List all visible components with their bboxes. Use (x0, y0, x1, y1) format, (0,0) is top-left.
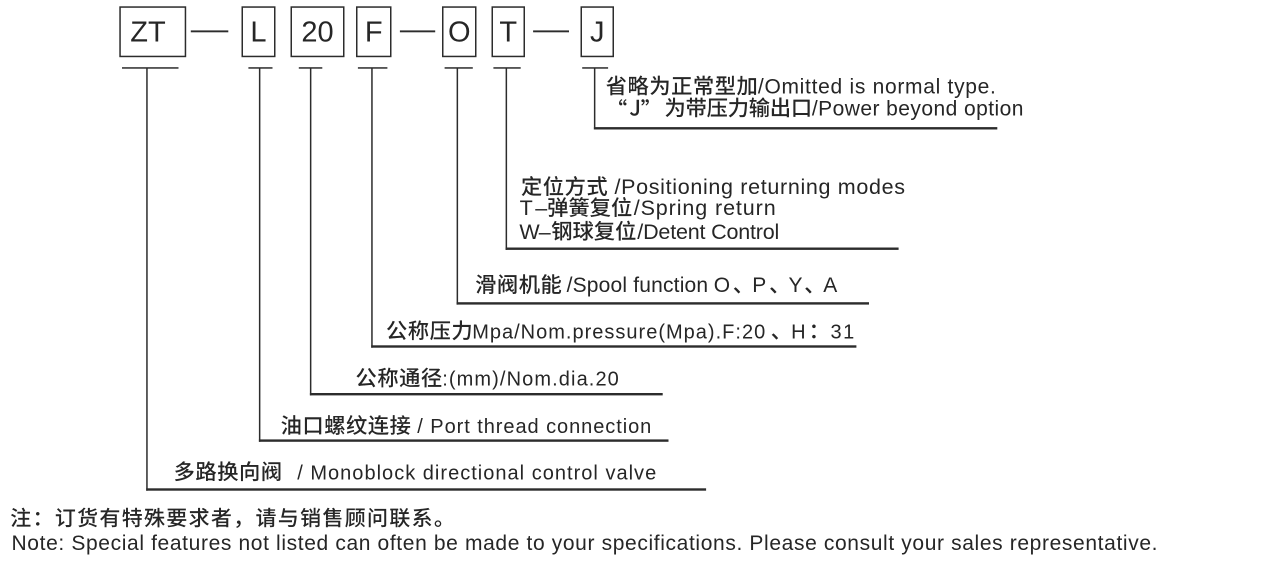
svg-text:ZT: ZT (130, 16, 166, 48)
svg-text:J: J (590, 16, 605, 48)
svg-text:–: – (535, 196, 547, 220)
svg-text:O: O (714, 274, 730, 297)
svg-text:P: P (752, 274, 766, 297)
svg-text:A: A (823, 274, 837, 297)
svg-text:O: O (448, 16, 471, 48)
svg-text:31: 31 (831, 321, 856, 343)
svg-text:/Positioning returning modes: /Positioning returning modes (615, 175, 906, 199)
svg-text:T: T (499, 16, 517, 48)
svg-text:L: L (250, 16, 266, 48)
svg-text::(mm)/Nom.dia.20: :(mm)/Nom.dia.20 (442, 369, 619, 391)
svg-text:/ Port thread connection: / Port thread connection (417, 416, 651, 438)
svg-text:–: – (539, 220, 551, 244)
svg-text:20: 20 (301, 16, 333, 48)
svg-text:Mpa/Nom.pressure(Mpa).F:20: Mpa/Nom.pressure(Mpa).F:20 (472, 321, 765, 343)
svg-text:W: W (519, 220, 540, 244)
svg-text:/Power beyond option: /Power beyond option (812, 98, 1024, 121)
svg-text:/ Monoblock directional contro: / Monoblock directional control valve (297, 462, 656, 484)
svg-text:Note: Special features not lis: Note: Special features not listed can of… (12, 532, 1158, 555)
svg-text:F: F (365, 16, 383, 48)
svg-text:H: H (791, 321, 805, 343)
svg-text:T: T (520, 196, 533, 220)
svg-text:/Detent Control: /Detent Control (637, 220, 779, 244)
svg-text:/Omitted is normal type.: /Omitted is normal type. (758, 76, 996, 99)
svg-text:Y: Y (789, 274, 803, 297)
svg-text:/Spring return: /Spring return (634, 196, 776, 220)
svg-text:/Spool function: /Spool function (567, 274, 709, 297)
